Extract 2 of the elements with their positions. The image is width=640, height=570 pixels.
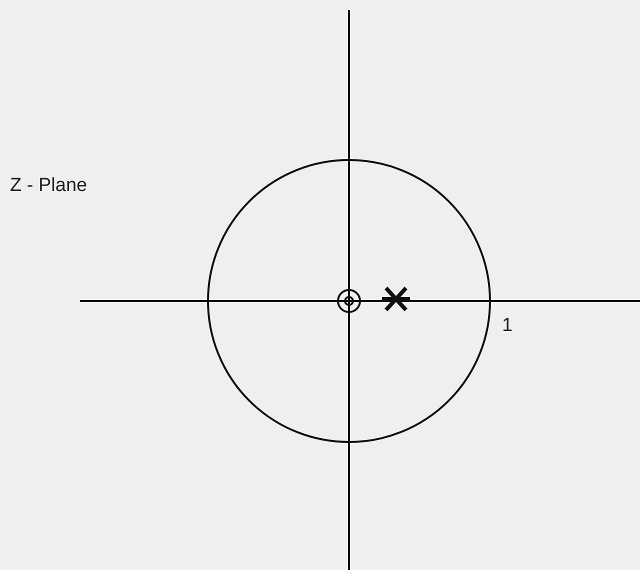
tick-label: 1 [502, 316, 513, 335]
plane-label: Z - Plane [10, 176, 88, 195]
